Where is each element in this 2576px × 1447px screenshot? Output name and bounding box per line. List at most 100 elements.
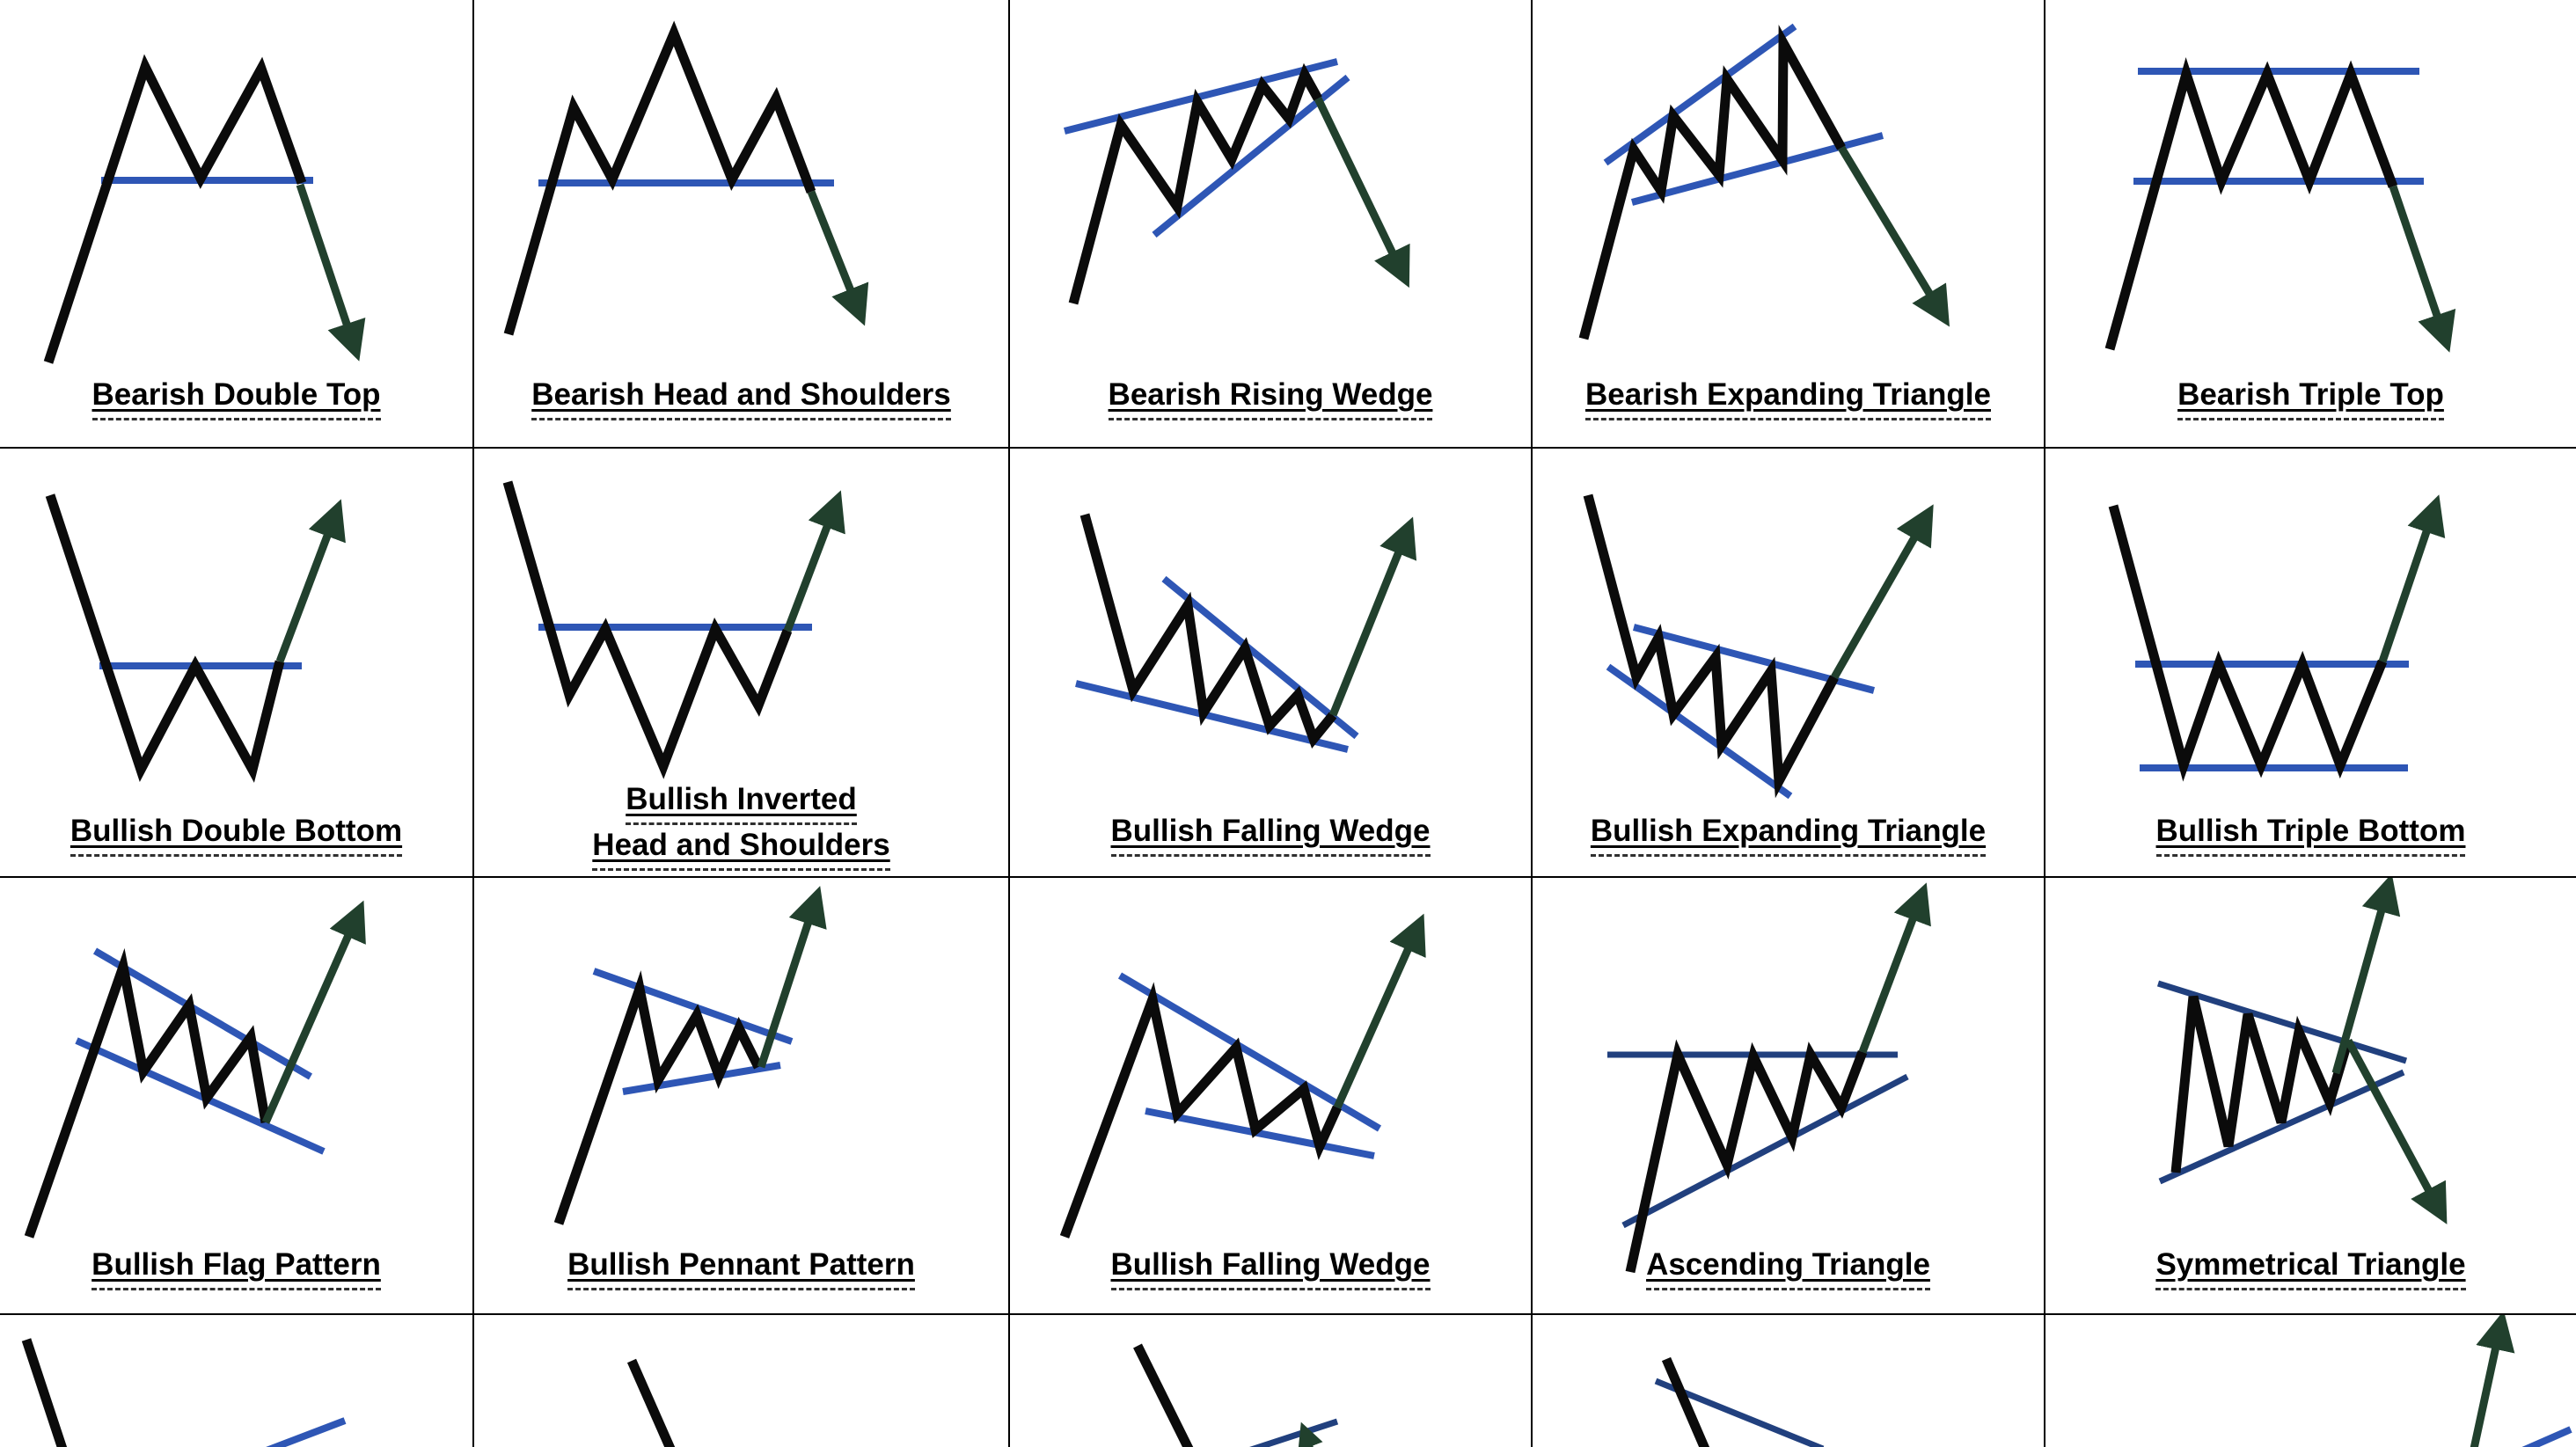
pattern-drawing: [1607, 882, 1931, 1274]
pattern-drawing: [43, 54, 366, 364]
breakout-arrow-icon: [1858, 882, 1931, 1054]
pattern-label-text: Bullish Flag Pattern: [91, 1245, 381, 1290]
pattern-cell-bullish-falling-wedge: Bullish Falling Wedge: [1010, 878, 1533, 1315]
pattern-cell-bullish-pennant-pattern: Bullish Pennant Pattern: [474, 878, 1010, 1315]
pattern-cell-bullish-falling-wedge: Bullish Falling Wedge: [1010, 449, 1533, 878]
pattern-drawing: [2470, 1315, 2572, 1447]
breakout-arrow-icon: [261, 900, 366, 1124]
pattern-label-text: Bearish Rising Wedge: [1108, 375, 1433, 420]
pattern-drawing: [45, 493, 346, 783]
pattern-label: Ascending Triangle: [1533, 1245, 2044, 1290]
pattern-cell-bullish-flag-pattern: Bullish Flag Pattern: [0, 878, 474, 1315]
pattern-cell-bearish-expanding-triangle: Bearish Expanding Triangle: [1533, 0, 2045, 449]
pattern-cell-ascending-triangle: Ascending Triangle: [1533, 878, 2045, 1315]
pattern-cell-r4c3: [1010, 1315, 1533, 1447]
pattern-label: Bullish Triple Bottom: [2045, 811, 2576, 857]
pattern-drawing: [2108, 494, 2446, 782]
pattern-label: Bullish Flag Pattern: [0, 1245, 472, 1290]
trendline: [622, 1062, 781, 1095]
pattern-cell-bullish-triple-bottom: Bullish Triple Bottom: [2045, 449, 2576, 878]
pattern-cell-r4c1: [0, 1315, 474, 1447]
breakout-arrow-icon: [296, 183, 366, 362]
pattern-label: Bullish Falling Wedge: [1010, 811, 1531, 857]
price-line: [1068, 62, 1322, 305]
pattern-drawing: [502, 480, 845, 779]
price-line: [1578, 25, 1846, 340]
breakout-arrow-icon: [1298, 1421, 1323, 1447]
pattern-label: Bullish Double Bottom: [0, 811, 472, 857]
breakout-arrow-icon: [2378, 494, 2446, 663]
pattern-label-text: Bearish Head and Shoulders: [531, 375, 951, 420]
breakout-arrow-icon: [783, 490, 845, 632]
pattern-cell-bearish-double-top: Bearish Double Top: [0, 0, 474, 449]
pattern-label-text: Bearish Triple Top: [2177, 375, 2444, 420]
pattern-cell-bearish-rising-wedge: Bearish Rising Wedge: [1010, 0, 1533, 449]
pattern-label-text: Bullish Falling Wedge: [1110, 1245, 1431, 1290]
price-line: [24, 947, 271, 1239]
pattern-label: Bullish Pennant Pattern: [474, 1245, 1008, 1290]
pattern-drawing: [1578, 23, 1950, 340]
trendline: [1145, 1107, 1375, 1159]
pattern-cell-r4c5: [2045, 1315, 2576, 1447]
price-line: [1625, 1039, 1868, 1274]
price-line: [502, 480, 793, 779]
price-line: [45, 493, 285, 783]
trendline: [1603, 23, 1797, 166]
trendline: [1152, 74, 1350, 238]
pattern-drawing: [1133, 1343, 1339, 1447]
pattern-label: Symmetrical Triangle: [2045, 1245, 2576, 1290]
pattern-drawing: [503, 20, 869, 336]
price-line: [1133, 1343, 1194, 1447]
breakout-arrow-icon: [1314, 97, 1410, 289]
pattern-cell-bullish-expanding-triangle: Bullish Expanding Triangle: [1533, 449, 2045, 878]
trendline: [1064, 58, 1338, 135]
pattern-label: Bearish Head and Shoulders: [474, 375, 1008, 420]
trendline: [266, 1417, 347, 1447]
pattern-drawing: [1059, 913, 1426, 1239]
trendline: [2521, 1426, 2572, 1447]
trendline: [2156, 980, 2408, 1064]
trendline: [1075, 680, 1349, 753]
breakout-arrow-icon: [807, 190, 869, 326]
pattern-label: Bearish Expanding Triangle: [1533, 375, 2044, 420]
pattern-drawing: [1654, 1356, 1825, 1447]
breakout-arrow-icon: [2345, 1038, 2448, 1224]
price-line: [1583, 493, 1839, 799]
price-line: [2108, 504, 2388, 782]
breakout-arrow-icon: [757, 886, 827, 1069]
price-line: [1661, 1356, 1710, 1447]
pattern-cell-r4c4: [1533, 1315, 2045, 1447]
pattern-drawing: [21, 1338, 347, 1447]
pattern-label-text: Bullish Triple Bottom: [2155, 811, 2466, 857]
price-line: [43, 54, 307, 364]
pattern-drawing: [1075, 513, 1417, 753]
pattern-label-text: Bullish Double Bottom: [70, 811, 403, 857]
pattern-drawing: [553, 886, 827, 1225]
breakout-arrow-icon: [275, 499, 346, 663]
trendline: [92, 947, 313, 1080]
pattern-label-text: Bullish Pennant Pattern: [567, 1245, 915, 1290]
pattern-label: Bearish Double Top: [0, 375, 472, 420]
pattern-drawing: [626, 1358, 676, 1447]
breakout-arrow-icon: [1831, 504, 1934, 680]
trendline: [75, 1037, 326, 1155]
trendline: [1161, 575, 1359, 740]
price-line: [1059, 982, 1343, 1239]
pattern-drawing: [2104, 57, 2456, 353]
pattern-cell-bullish-double-bottom: Bullish Double Bottom: [0, 449, 474, 878]
pattern-label: Bullish Falling Wedge: [1010, 1245, 1531, 1290]
price-line: [2170, 995, 2352, 1173]
pattern-label-text: Symmetrical Triangle: [2155, 1245, 2466, 1290]
pattern-drawing: [24, 900, 366, 1239]
price-line: [1079, 513, 1337, 749]
price-line: [21, 1338, 68, 1447]
price-line: [503, 20, 816, 336]
breakout-arrow-icon: [2389, 185, 2456, 353]
trendline: [1606, 663, 1793, 800]
trendline: [2158, 1069, 2405, 1185]
pattern-label-text: Bullish Expanding Triangle: [1590, 811, 1987, 857]
